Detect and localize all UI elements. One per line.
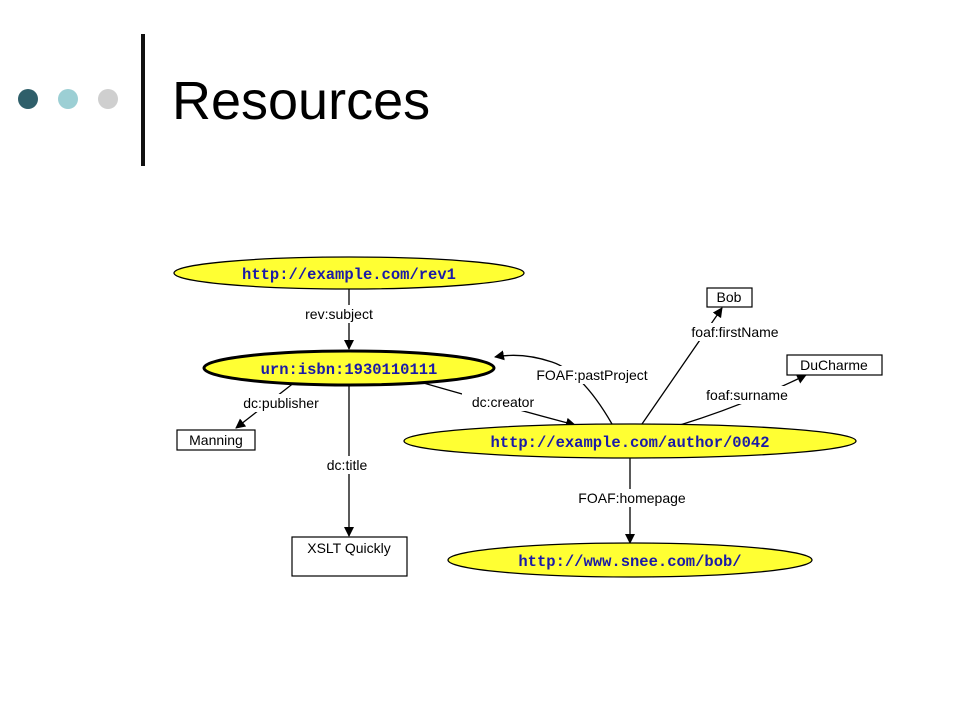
edge-label-foaf-firstname: foaf:firstName: [691, 324, 778, 340]
node-ducharme: DuCharme: [786, 354, 883, 376]
slide-title: Resources: [172, 71, 431, 131]
node-author: http://example.com/author/0042: [403, 423, 857, 459]
edge-label-dc-creator: dc:creator: [472, 394, 535, 410]
bullet-dot-gray: [98, 89, 118, 109]
node-label-ducharme: DuCharme: [800, 357, 868, 373]
edge-label-foaf-pastproject: FOAF:pastProject: [536, 367, 647, 383]
node-xslt: XSLT Quickly: [291, 536, 408, 577]
bullet-dot-dark: [18, 89, 38, 109]
node-label-xslt: XSLT Quickly: [307, 540, 391, 556]
edge-label-dc-title: dc:title: [327, 457, 368, 473]
node-label-homepage: http://www.snee.com/bob/: [518, 553, 741, 571]
node-bob: Bob: [706, 287, 753, 308]
node-label-manning: Manning: [189, 432, 243, 448]
node-label-author: http://example.com/author/0042: [490, 434, 769, 452]
node-label-rev1: http://example.com/rev1: [242, 266, 456, 284]
literal-nodes: Manning XSLT Quickly Bob DuCharme: [176, 287, 883, 577]
node-rev1: http://example.com/rev1: [173, 256, 525, 290]
node-homepage: http://www.snee.com/bob/: [447, 542, 813, 578]
edge-label-foaf-homepage: FOAF:homepage: [578, 490, 686, 506]
title-divider: [141, 34, 145, 166]
edge-label-rev-subject: rev:subject: [305, 306, 373, 322]
resource-nodes: http://example.com/rev1 urn:isbn:1930110…: [173, 256, 857, 578]
node-manning: Manning: [176, 429, 256, 451]
edge-labels: rev:subject dc:publisher dc:title dc:cre…: [232, 305, 798, 507]
node-isbn: urn:isbn:1930110111: [202, 349, 496, 387]
bullet-dot-light: [58, 89, 78, 109]
edge-label-foaf-surname: foaf:surname: [706, 387, 788, 403]
edge-label-dc-publisher: dc:publisher: [243, 395, 319, 411]
node-label-bob: Bob: [717, 289, 742, 305]
edge-foaf-pastproject: [494, 350, 613, 425]
node-label-isbn: urn:isbn:1930110111: [261, 361, 438, 379]
